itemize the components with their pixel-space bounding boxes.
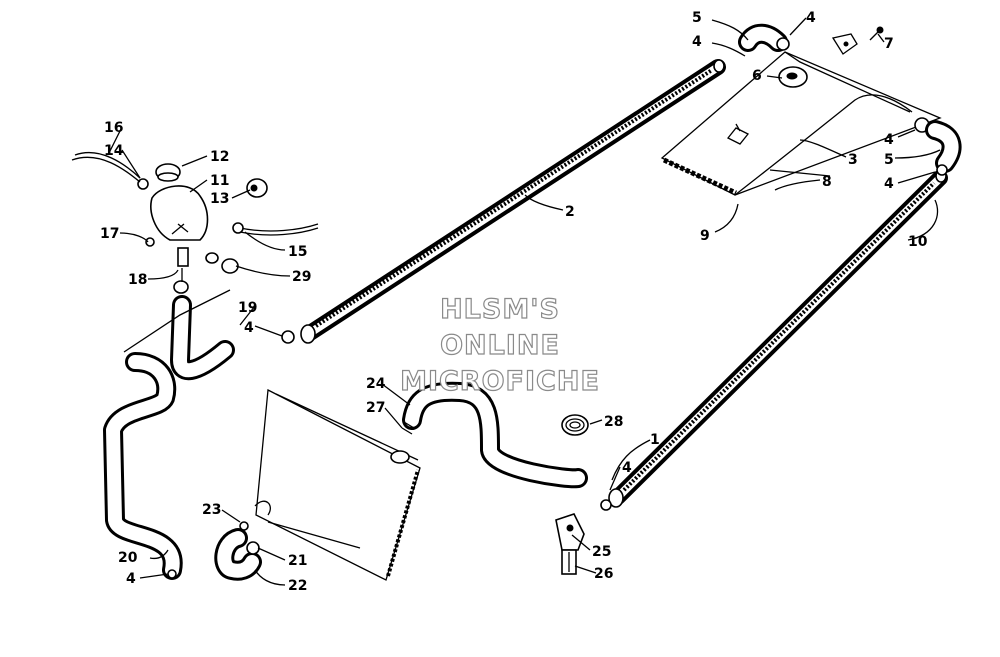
callout-26: 26 bbox=[594, 566, 613, 582]
callout-4-top: 4 bbox=[692, 34, 702, 50]
coolant-bottle bbox=[71, 152, 319, 294]
callout-4-right: 4 bbox=[806, 10, 816, 26]
hose-top-right bbox=[738, 23, 962, 176]
callout-19: 19 bbox=[238, 300, 257, 316]
leader-lines bbox=[107, 17, 941, 586]
callout-4-left: 4 bbox=[244, 320, 254, 336]
callout-11: 11 bbox=[210, 173, 229, 189]
callout-3: 3 bbox=[848, 152, 858, 168]
callout-4-bottom: 4 bbox=[126, 571, 136, 587]
callout-4-mid: 4 bbox=[884, 132, 894, 148]
callout-7: 7 bbox=[884, 36, 894, 52]
callout-29: 29 bbox=[292, 269, 311, 285]
watermark-line-3: MICROFICHE bbox=[400, 366, 600, 397]
watermark-line-2: ONLINE bbox=[440, 330, 560, 361]
callout-21: 21 bbox=[288, 553, 307, 569]
callout-9: 9 bbox=[700, 228, 710, 244]
callout-5-top: 5 bbox=[692, 10, 702, 26]
watermark-line-1: HLSM'S bbox=[440, 294, 560, 325]
callout-12: 12 bbox=[210, 149, 229, 165]
callout-25: 25 bbox=[592, 544, 611, 560]
callout-5-mid: 5 bbox=[884, 152, 894, 168]
callout-24: 24 bbox=[366, 376, 386, 392]
callout-2: 2 bbox=[565, 204, 575, 220]
callout-28: 28 bbox=[604, 414, 623, 430]
callout-1: 1 bbox=[650, 432, 660, 448]
callout-6: 6 bbox=[752, 68, 762, 84]
callout-15: 15 bbox=[288, 244, 307, 260]
cooler-tube-upper bbox=[300, 59, 726, 344]
callout-23: 23 bbox=[202, 502, 221, 518]
radiator-panel bbox=[255, 388, 421, 581]
callout-16: 16 bbox=[104, 120, 123, 136]
callout-18: 18 bbox=[128, 272, 147, 288]
heat-exchanger-panel bbox=[660, 26, 942, 196]
cooler-tube-lower bbox=[608, 169, 948, 508]
callout-14: 14 bbox=[104, 143, 124, 159]
callout-labels: 5 4 4 7 6 4 3 5 8 4 10 9 2 1 4 28 25 26 … bbox=[100, 10, 928, 594]
callout-22: 22 bbox=[288, 578, 307, 594]
mounting-bracket bbox=[555, 513, 585, 575]
hose-center bbox=[401, 381, 588, 489]
callout-27: 27 bbox=[366, 400, 385, 416]
callout-4-center: 4 bbox=[622, 460, 632, 476]
callout-4-low: 4 bbox=[884, 176, 894, 192]
hose-bottom bbox=[214, 500, 271, 581]
callout-8: 8 bbox=[822, 174, 832, 190]
callout-20: 20 bbox=[118, 550, 138, 566]
watermark: HLSM'S ONLINE MICROFICHE bbox=[399, 293, 600, 397]
callout-13: 13 bbox=[210, 191, 229, 207]
callout-10: 10 bbox=[908, 234, 928, 250]
hose-left bbox=[103, 289, 295, 580]
callout-17: 17 bbox=[100, 226, 119, 242]
spring-clamp bbox=[561, 414, 612, 511]
